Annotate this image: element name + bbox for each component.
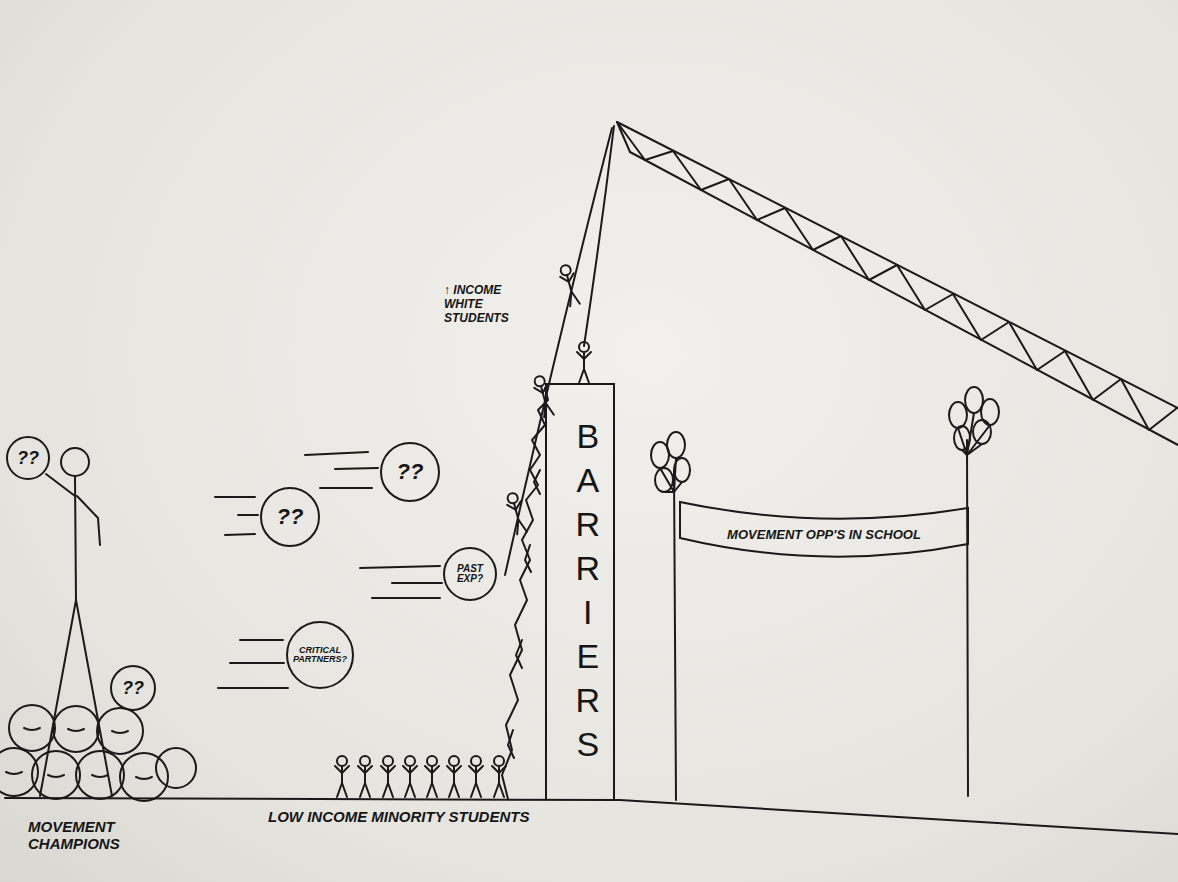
speed-lines — [230, 662, 284, 664]
speed-lines — [225, 534, 255, 535]
champion-pile — [48, 775, 64, 777]
student-figures — [381, 756, 395, 797]
champion-pile — [156, 748, 196, 788]
group-label: MOVEMENT CHAMPIONS — [28, 818, 138, 853]
student-figures — [425, 756, 439, 797]
balloons — [664, 482, 682, 492]
student-figures — [469, 756, 483, 797]
wall-jagged-edge — [516, 640, 522, 668]
champion-pile — [92, 775, 108, 777]
ground-line — [5, 798, 1178, 834]
node-text: ?? — [13, 449, 43, 468]
ground-line — [5, 798, 1178, 834]
champion-figure — [40, 448, 112, 796]
champion-pile — [120, 753, 168, 801]
node-text: ?? — [118, 679, 148, 698]
speed-lines — [215, 452, 442, 688]
question-bubble: ?? — [380, 442, 440, 502]
truss — [617, 122, 1178, 445]
speed-lines — [305, 452, 368, 455]
student-figures — [358, 756, 372, 797]
champion-pile — [9, 705, 55, 751]
climbing-ropes — [584, 126, 614, 346]
champion-figure — [61, 448, 89, 476]
champion-pile — [24, 728, 40, 730]
question-bubble: PAST EXP? — [443, 547, 497, 601]
wall-jagged-edge — [502, 388, 548, 799]
question-bubble: ?? — [6, 436, 50, 480]
node-text: PAST EXP? — [443, 564, 497, 585]
climber-figures — [577, 342, 591, 383]
bubble-outline — [7, 437, 49, 479]
node-text: CRITICAL PARTNERS? — [286, 646, 354, 665]
balloons — [973, 420, 991, 444]
student-figures — [335, 756, 506, 797]
node-text: ?? — [393, 460, 428, 483]
banner: MOVEMENT OPP'S IN SCHOOL — [678, 488, 970, 588]
champion-pile — [32, 751, 80, 799]
wall-jagged-edge — [525, 545, 531, 572]
speed-lines — [240, 639, 283, 641]
banner-poles — [674, 440, 968, 800]
bubble-outline — [111, 666, 155, 710]
banner-poles — [967, 440, 968, 796]
speed-lines — [360, 566, 440, 568]
champion-figure — [77, 496, 100, 545]
champion-pile — [53, 706, 99, 752]
climber-figures — [558, 264, 582, 307]
champion-figure — [40, 600, 112, 796]
champion-figure — [75, 476, 76, 600]
champion-pile — [136, 777, 152, 779]
balloons — [967, 425, 990, 455]
question-bubble: ?? — [260, 487, 320, 547]
truss — [617, 122, 1177, 430]
group-label: ↑ INCOME WHITE STUDENTS — [444, 284, 526, 325]
node-text: ?? — [273, 505, 308, 528]
question-bubble: ?? — [110, 665, 156, 711]
bubble-outline — [261, 488, 319, 546]
speed-lines — [335, 468, 378, 469]
bubble-outline — [444, 548, 496, 600]
wall-jagged-edge — [502, 388, 548, 799]
speed-lines — [372, 597, 440, 599]
banner-poles — [674, 470, 676, 800]
group-label: LOW INCOME MINORITY STUDENTS — [268, 808, 568, 825]
champion-pile — [6, 772, 22, 774]
bubble-outline — [381, 443, 439, 501]
truss — [630, 152, 1178, 445]
speed-lines — [238, 514, 258, 516]
wall-jagged-edge — [508, 730, 514, 758]
climber-figures — [505, 492, 529, 535]
barrier-wall: BARRIERS — [545, 383, 615, 800]
balloons — [667, 432, 685, 458]
student-figures — [403, 756, 417, 797]
speed-lines — [320, 487, 372, 489]
speed-lines — [218, 687, 288, 689]
student-figures — [447, 756, 461, 797]
speed-lines — [215, 496, 255, 498]
speed-lines — [392, 582, 442, 584]
balloons — [655, 468, 673, 492]
balloons — [660, 458, 676, 492]
question-bubble: CRITICAL PARTNERS? — [286, 621, 354, 689]
balloons — [949, 402, 967, 428]
champion-pile — [68, 729, 84, 731]
student-figures — [335, 756, 349, 797]
balloons — [651, 387, 999, 492]
climber-figures — [532, 375, 556, 418]
bubble-outline — [287, 622, 353, 688]
node-text: BARRIERS — [569, 417, 605, 769]
wall-jagged-edge — [534, 470, 540, 494]
champion-figure — [46, 474, 75, 496]
banner-outline — [680, 502, 968, 557]
node-text: MOVEMENT OPP'S IN SCHOOL — [727, 528, 921, 542]
champion-pile — [76, 751, 124, 799]
champion-pile — [112, 731, 128, 733]
student-figures — [492, 756, 506, 797]
balloons — [962, 450, 967, 455]
